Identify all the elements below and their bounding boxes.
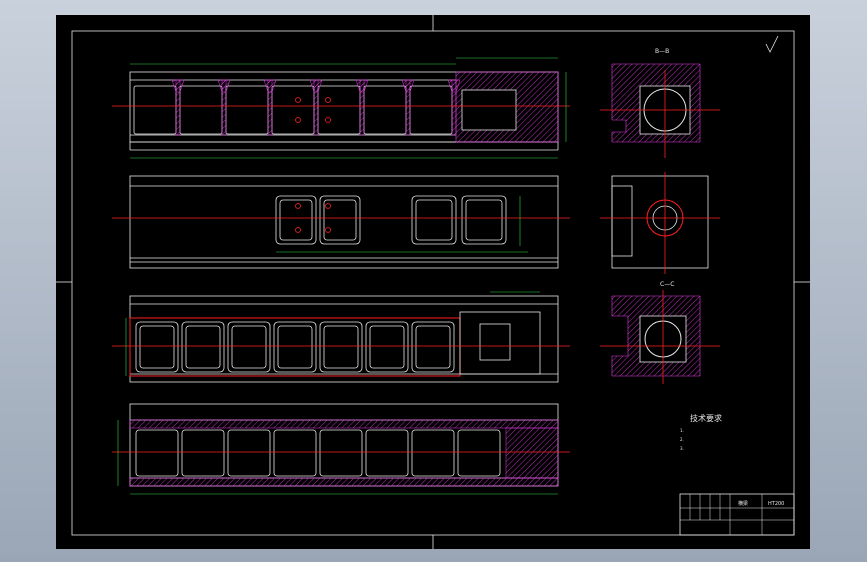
tech-req-item-2: 2. xyxy=(680,437,684,442)
window-outer xyxy=(319,195,361,245)
section-cell xyxy=(411,429,455,477)
plan-cell-outer xyxy=(365,321,409,373)
rib-fillet xyxy=(447,79,461,93)
section-label-c: C—C xyxy=(660,281,674,288)
tech-req-item-3: 3. xyxy=(680,446,684,451)
plan-cell-inner xyxy=(139,325,175,369)
plan-cell-inner xyxy=(323,325,359,369)
title-material: HT200 xyxy=(768,501,784,507)
roughness-symbol-icon xyxy=(765,35,779,53)
window-inner xyxy=(323,199,357,241)
view-bottom-section[interactable] xyxy=(112,403,570,495)
plan-cell-outer xyxy=(181,321,225,373)
section-cell xyxy=(273,429,317,477)
tech-req-title: 技术要求 xyxy=(690,413,722,423)
window-outer xyxy=(275,195,317,245)
centering-marks xyxy=(56,15,810,549)
view-front[interactable] xyxy=(112,175,570,269)
end-view[interactable] xyxy=(600,172,720,274)
section-c-c[interactable]: C—C xyxy=(600,281,720,384)
bolt-hole xyxy=(295,117,301,123)
view-plan[interactable] xyxy=(112,291,570,383)
window-outer xyxy=(461,195,507,245)
technical-requirements: 技术要求 1. 2. 3. xyxy=(680,413,722,451)
rib-fillet xyxy=(309,79,323,93)
plan-cell-outer xyxy=(319,321,363,373)
bolt-hole xyxy=(295,227,301,233)
rib-fillet xyxy=(217,79,231,93)
title-block[interactable]: 横梁 HT200 xyxy=(679,493,795,536)
section-cell xyxy=(365,429,409,477)
title-part-name: 横梁 xyxy=(738,500,748,507)
plan-cell-inner xyxy=(369,325,405,369)
bolt-hole xyxy=(325,117,331,123)
window-inner xyxy=(415,199,453,241)
window-inner xyxy=(465,199,503,241)
plan-cell-outer xyxy=(273,321,317,373)
plan-cell-inner xyxy=(415,325,451,369)
plan-cell-inner xyxy=(185,325,221,369)
plan-cell-inner xyxy=(277,325,313,369)
section-cell xyxy=(227,429,271,477)
rib-fillet xyxy=(171,79,185,93)
section-b-b[interactable]: B—B xyxy=(600,48,720,158)
plan-cell-outer xyxy=(135,321,179,373)
section-cell xyxy=(457,429,501,477)
bolt-hole xyxy=(295,203,301,209)
section-cell xyxy=(319,429,363,477)
view-top-section[interactable] xyxy=(112,57,570,159)
window-outer xyxy=(411,195,457,245)
section-label-b: B—B xyxy=(655,48,669,55)
tech-req-item-1: 1. xyxy=(680,428,684,433)
bolt-hole xyxy=(325,203,331,209)
rib-fillet xyxy=(263,79,277,93)
plan-cell-outer xyxy=(411,321,455,373)
rib-fillet xyxy=(355,79,369,93)
bolt-hole xyxy=(325,227,331,233)
plan-cell-inner xyxy=(231,325,267,369)
rib-fillet xyxy=(401,79,415,93)
plan-cell-outer xyxy=(227,321,271,373)
section-cell xyxy=(181,429,225,477)
bolt-hole xyxy=(295,97,301,103)
bolt-hole xyxy=(325,97,331,103)
section-cell xyxy=(135,429,179,477)
window-inner xyxy=(279,199,313,241)
